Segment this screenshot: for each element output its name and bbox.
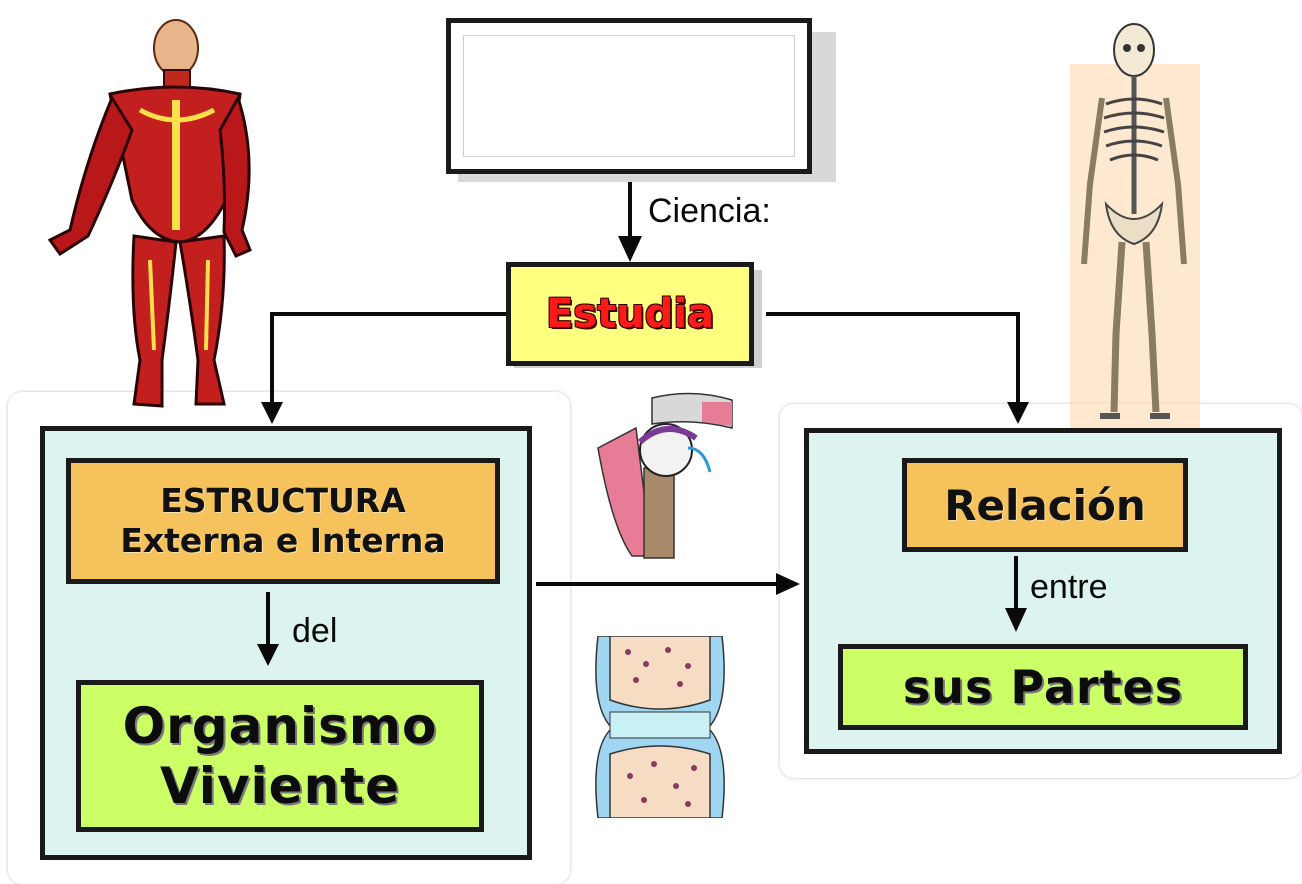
skeleton-figure-icon (1070, 23, 1200, 428)
relacion-label: Relación (944, 480, 1146, 530)
arrow-top-to-estudia (618, 182, 642, 262)
sus-partes-box: sus Partes (838, 644, 1248, 730)
organismo-line2: Viviente (159, 757, 400, 815)
entre-label: entre (1030, 568, 1108, 606)
del-label: del (292, 612, 338, 650)
arrow-estudia-to-left (261, 312, 506, 424)
estudia-box: Estudia (506, 262, 754, 366)
estructura-subtitle: Externa e Interna (120, 521, 446, 560)
top-title-box (446, 18, 812, 174)
top-title-box-inner (463, 35, 795, 157)
arrow-estudia-to-right (766, 312, 1029, 424)
arrow-relacion-to-partes (1005, 556, 1027, 632)
ciencia-label: Ciencia: (648, 192, 771, 230)
arrow-left-to-right (536, 573, 800, 595)
estructura-box: ESTRUCTURA Externa e Interna (66, 458, 500, 584)
shoulder-joint-diagram-icon (592, 388, 736, 560)
estructura-title: ESTRUCTURA (160, 481, 406, 520)
muscle-anatomy-figure-icon (47, 19, 252, 408)
estudia-label: Estudia (545, 291, 715, 337)
organismo-box: Organismo Viviente (76, 680, 484, 832)
knee-joint-diagram-icon (584, 636, 736, 818)
sus-partes-label: sus Partes (902, 660, 1184, 714)
arrow-estructura-to-organismo (257, 592, 279, 666)
relacion-box: Relación (902, 458, 1188, 552)
organismo-line1: Organismo (122, 697, 438, 755)
